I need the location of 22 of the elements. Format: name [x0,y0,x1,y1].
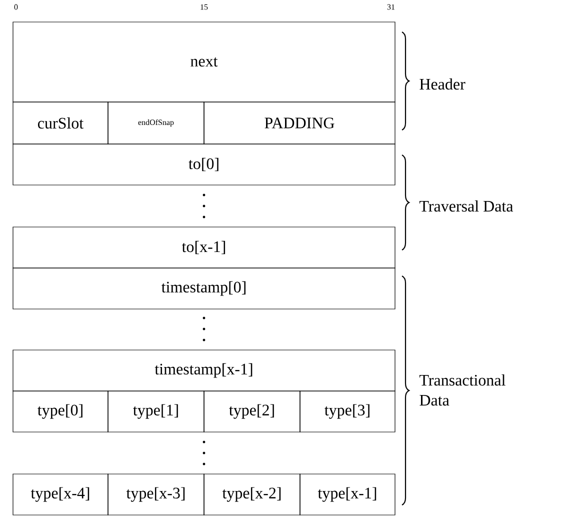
field-cell: endOfSnap [108,102,204,144]
field-cell: to[x-1] [12,226,396,268]
field-cell: timestamp[x-1] [12,350,396,392]
field-cell: type[1] [108,390,204,432]
field-cell: type[x-2] [204,474,300,516]
field-cell: next [12,22,396,102]
field-cell: type[x-4] [12,474,108,516]
field-cell: type[x-1] [300,474,396,516]
field-cell: timestamp[0] [12,268,396,310]
bit-number: 15 [200,4,208,10]
field-cell: type[x-3] [108,474,204,516]
section-label: Transactional Data [419,374,506,406]
field-cell: type[3] [300,390,396,432]
field-cell: curSlot [12,102,108,144]
bit-number: 31 [387,4,395,10]
field-cell: type[2] [204,390,300,432]
section-label: Header [420,78,466,90]
bit-number: 0 [14,4,18,10]
section-label: Traversal Data [419,200,514,212]
field-cell: to[0] [12,144,396,186]
field-cell: type[0] [12,390,108,432]
field-cell: PADDING [204,102,396,144]
